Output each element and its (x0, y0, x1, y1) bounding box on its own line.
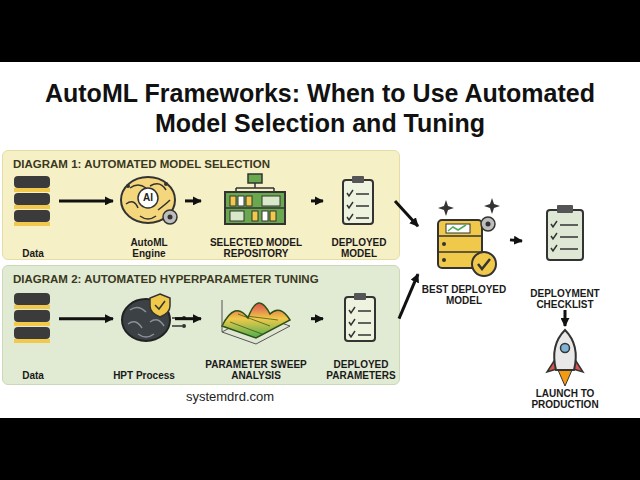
flow-arrow (510, 240, 522, 241)
deployed-node: DEPLOYED PARAMETERS (323, 288, 399, 381)
repository-node: SELECTED MODEL REPOSITORY (201, 171, 311, 259)
checklist-node: DEPLOYMENT CHECKLIST (522, 195, 608, 310)
panel-heading: DIAGRAM 1: AUTOMATED MODEL SELECTION (13, 157, 389, 171)
engine-node: AutoML Engine (113, 171, 185, 259)
database-icon (14, 176, 50, 226)
diagram-panel: DIAGRAM 1: AUTOMATED MODEL SELECTION Data… (2, 150, 400, 260)
diagram-panel: DIAGRAM 2: AUTOMATED HYPERPARAMETER TUNI… (2, 265, 400, 385)
brain-icon (121, 177, 177, 224)
clipboard-icon (343, 176, 373, 224)
server-icon (438, 198, 500, 276)
node-label: HPT Process (113, 370, 175, 381)
node-label: SELECTED MODEL REPOSITORY (201, 237, 311, 259)
deployed-node: DEPLOYED MODEL (323, 171, 395, 259)
page-title: AutoML Frameworks: When to Use Automated… (10, 78, 630, 138)
flow-arrow (185, 199, 201, 202)
rocket-icon (547, 330, 583, 386)
flow-arrow (395, 201, 418, 226)
database-icon (14, 293, 50, 343)
flow-arrow (311, 199, 323, 202)
clipboard-icon (345, 293, 375, 341)
analysis-node: PARAMETER SWEEP ANALYSIS (201, 288, 311, 381)
data-node: Data (7, 288, 59, 381)
flow-arrow (59, 199, 113, 202)
best-model-node: BEST DEPLOYED MODEL (418, 192, 510, 306)
node-label: PARAMETER SWEEP ANALYSIS (201, 359, 311, 381)
node-label: LAUNCH TO PRODUCTION (522, 388, 608, 410)
node-label: Data (22, 248, 44, 259)
node-label: BEST DEPLOYED MODEL (418, 284, 510, 306)
watermark: systemdrd.com (170, 389, 290, 405)
node-label: AutoML Engine (113, 237, 185, 259)
data-node: Data (7, 171, 59, 259)
node-label: DEPLOYMENT CHECKLIST (522, 288, 608, 310)
surface-plot-icon (222, 300, 290, 344)
flow-arrow (59, 317, 113, 320)
flow-arrow (311, 317, 323, 320)
checklist-icon (547, 205, 583, 260)
node-label: Data (22, 370, 44, 381)
repository-icon (225, 174, 285, 224)
node-label: DEPLOYED PARAMETERS (323, 359, 399, 381)
panel-heading: DIAGRAM 2: AUTOMATED HYPERPARAMETER TUNI… (13, 272, 389, 286)
flow-arrow (399, 274, 418, 319)
hpt-brain-icon (122, 294, 186, 341)
process-node: HPT Process (113, 288, 175, 381)
flow-arrow (175, 317, 201, 320)
node-label: DEPLOYED MODEL (323, 237, 395, 259)
flow-arrow (564, 310, 567, 326)
launch-node: LAUNCH TO PRODUCTION (522, 326, 608, 410)
